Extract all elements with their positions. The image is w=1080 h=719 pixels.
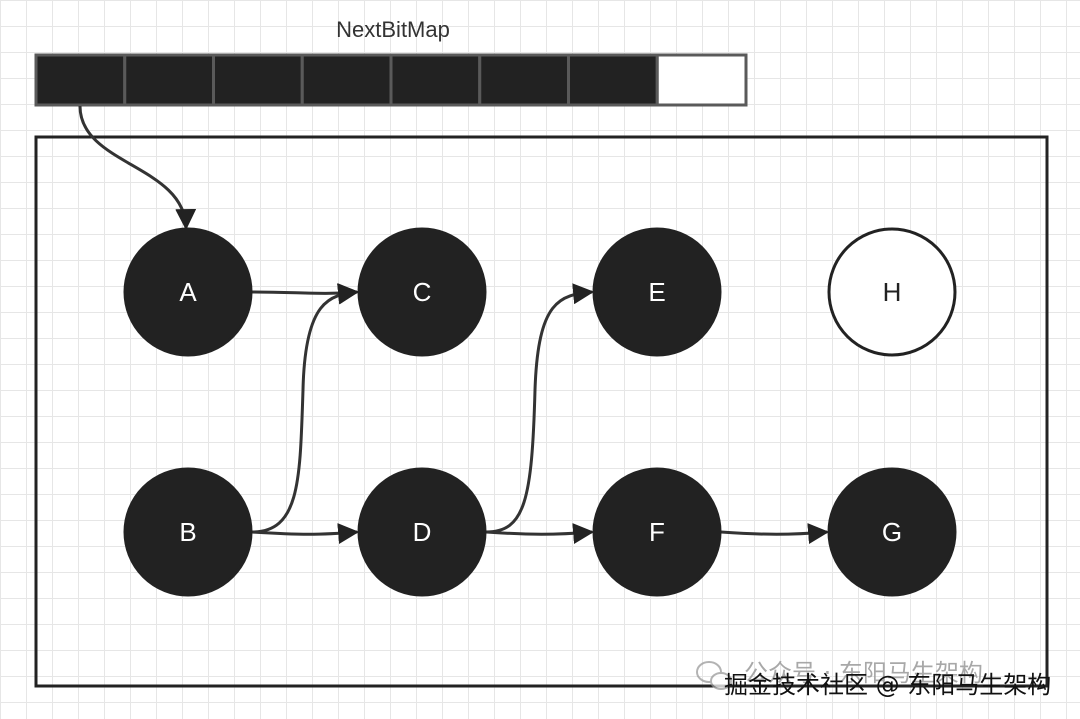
node-label-g: G — [882, 517, 902, 547]
node-h: H — [827, 227, 957, 357]
next-bitmap — [34, 53, 748, 107]
bitmap-cell-7 — [655, 53, 748, 107]
watermark-line2: 掘金技术社区 @ 东阳马生架构 — [724, 671, 1051, 699]
bitmap-title: NextBitMap — [336, 17, 450, 42]
edge-b-to-c — [251, 283, 360, 534]
bitmap-cell-2 — [212, 53, 304, 107]
node-b: B — [123, 467, 253, 597]
node-label-c: C — [413, 277, 432, 307]
bitmap-cell-1 — [123, 53, 215, 107]
edge-bitmap-to-a — [78, 105, 197, 231]
bitmap-cell-3 — [300, 53, 393, 107]
edge-d-to-f — [485, 523, 595, 544]
node-label-b: B — [179, 517, 196, 547]
node-a: A — [123, 227, 253, 357]
bitmap-cell-5 — [478, 53, 570, 107]
wechat-icon — [696, 661, 732, 690]
bitmap-cell-6 — [567, 53, 659, 107]
edge-f-to-g — [720, 523, 830, 544]
edge-a-to-c — [251, 283, 360, 304]
watermark: 公众号 · 东阳马生架构 掘金技术社区 @ 东阳马生架构 — [696, 659, 1051, 699]
bitmap-cell-0 — [34, 53, 127, 107]
node-label-d: D — [413, 517, 432, 547]
node-g: G — [827, 467, 957, 597]
node-label-h: H — [883, 277, 902, 307]
node-circle-a — [123, 227, 253, 357]
node-circle-g — [827, 467, 957, 597]
reference-edges — [78, 105, 830, 544]
node-circle-f — [592, 467, 722, 597]
object-nodes: A C E H B D F G — [123, 227, 957, 597]
node-c: C — [357, 227, 487, 357]
node-label-e: E — [648, 277, 665, 307]
node-f: F — [592, 467, 722, 597]
node-circle-h — [827, 227, 957, 357]
node-e: E — [592, 227, 722, 357]
heap-region — [34, 135, 1049, 688]
node-d: D — [357, 467, 487, 597]
edge-d-to-e — [485, 283, 595, 534]
edge-b-to-d — [251, 523, 360, 544]
node-circle-e — [592, 227, 722, 357]
node-label-a: A — [179, 277, 197, 307]
node-label-f: F — [649, 517, 665, 547]
bitmap-cell-4 — [389, 53, 482, 107]
node-circle-b — [123, 467, 253, 597]
node-circle-c — [357, 227, 487, 357]
watermark-line1: 公众号 · 东阳马生架构 — [744, 659, 983, 687]
node-circle-d — [357, 467, 487, 597]
